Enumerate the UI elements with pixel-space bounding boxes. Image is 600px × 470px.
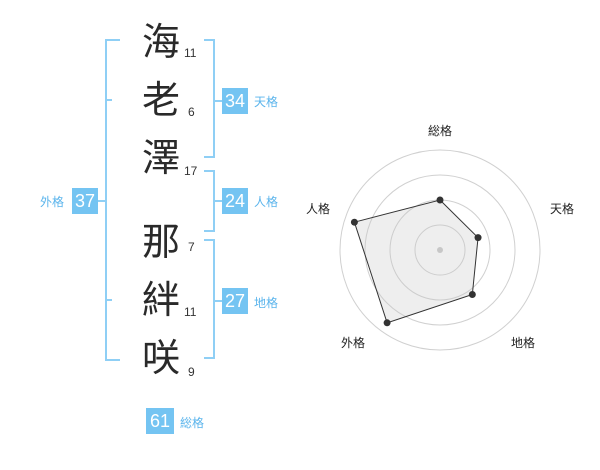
radar-point-0 (436, 196, 444, 204)
radar-ring (414, 224, 466, 276)
radar-ring (364, 174, 516, 326)
stroke-count-5: 11 (184, 305, 197, 319)
name-char-3: 澤 (141, 136, 180, 180)
radar-axis-label-jinkaku: 人格 (306, 202, 331, 216)
stroke-count-3: 17 (184, 164, 198, 178)
tenkaku-value-badge: 34 (222, 88, 248, 114)
chikaku-label: 地格 (254, 296, 279, 310)
chikaku-value-badge: 27 (222, 288, 248, 314)
gaikaku-value-badge: 37 (72, 188, 98, 214)
jinkaku-value-badge: 24 (222, 188, 248, 214)
gaikaku-label: 外格 (40, 195, 65, 209)
jinkaku-label: 人格 (254, 195, 279, 209)
tenkaku-label: 天格 (254, 95, 279, 109)
radar-center-dot (437, 247, 443, 253)
radar-point-2 (468, 290, 476, 298)
name-char-1: 海 (141, 20, 180, 64)
radar-axis-label-chikaku: 地格 (511, 336, 536, 350)
name-char-2: 老 (141, 78, 180, 122)
radar-series-polygon (353, 199, 479, 324)
stroke-count-4: 7 (188, 240, 195, 254)
name-char-6: 咲 (141, 336, 180, 380)
stroke-count-2: 6 (188, 105, 195, 119)
stroke-count-1: 11 (184, 46, 197, 60)
chikaku-bracket (204, 239, 215, 359)
soukaku-value-badge: 61 (146, 408, 174, 434)
soukaku-label: 総格 (180, 416, 205, 430)
radar-point-1 (474, 234, 482, 242)
radar-axis-label-gaikaku: 外格 (341, 336, 366, 350)
tenkaku-bracket (204, 39, 215, 158)
radar-axis-label-tenkaku: 天格 (550, 202, 575, 216)
stroke-count-6: 9 (188, 365, 195, 379)
radar-point-3 (383, 319, 391, 327)
radar-point-4 (350, 218, 358, 226)
radar-ring (339, 149, 541, 351)
name-char-5: 絆 (141, 278, 180, 322)
radar-axis-label-soukaku: 総格 (428, 124, 453, 138)
name-char-4: 那 (141, 220, 180, 264)
